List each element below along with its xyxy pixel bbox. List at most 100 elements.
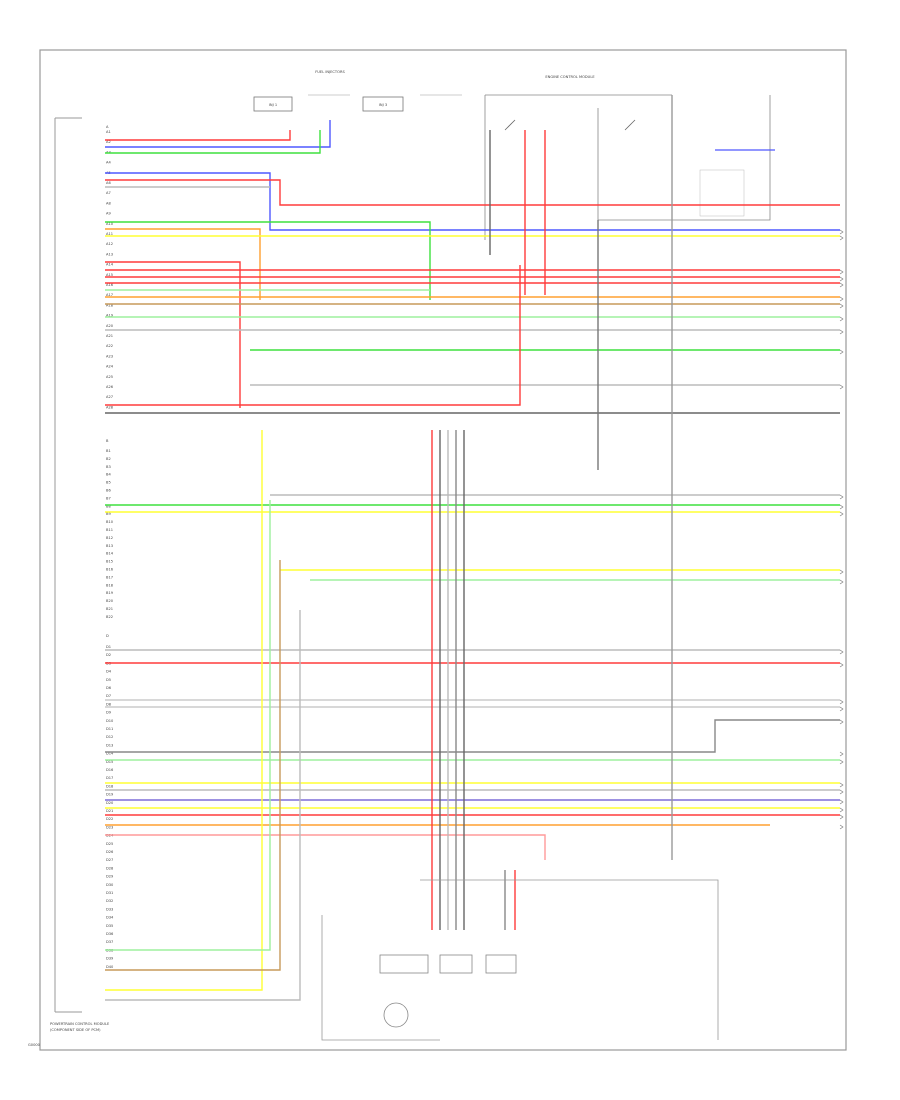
pin-label: A20	[106, 324, 114, 328]
pin-label: D11	[106, 727, 113, 731]
wire-a27	[105, 265, 521, 406]
pin-label: D20	[106, 801, 114, 805]
wire-a2	[105, 120, 331, 148]
connector-arrow	[839, 799, 844, 805]
pin-label: D8	[106, 702, 112, 706]
pin-label: A18	[106, 303, 114, 307]
ignition-coil-box	[379, 954, 429, 974]
pin-label: D40	[106, 965, 114, 969]
connector-arrow	[839, 579, 844, 585]
pin-label: D7	[106, 694, 111, 698]
connector-arrow	[839, 296, 844, 302]
pin-label: A22	[106, 344, 113, 348]
pin-label: D10	[106, 719, 114, 723]
wire-d18	[105, 834, 546, 860]
injector-1: INJ 1	[253, 96, 293, 112]
connector-arrow	[839, 329, 844, 335]
pin-label: B20	[106, 599, 114, 603]
pin-label: A7	[106, 191, 111, 195]
bundle-brown	[105, 560, 281, 971]
pin-label: B2	[106, 457, 111, 461]
connector-arrow	[839, 662, 844, 668]
pin-label: D5	[106, 678, 111, 682]
pin-label: D22	[106, 817, 113, 821]
pin-label: B3	[106, 465, 111, 469]
main-relay-box	[484, 94, 775, 240]
pin-label: B6	[106, 489, 111, 493]
pin-label: A19	[106, 314, 114, 318]
wire-a13	[105, 261, 241, 408]
pin-label: A25	[106, 375, 113, 379]
pin-label: A23	[106, 354, 113, 358]
pin-label: D23	[106, 825, 113, 829]
pin-label: A4	[106, 161, 111, 165]
pin-label: B14	[106, 552, 114, 556]
pin-label: B5	[106, 481, 111, 485]
pin-label: B4	[106, 473, 111, 477]
pin-label: D2	[106, 653, 111, 657]
pin-label: A6	[106, 181, 111, 185]
pin-label: B1	[106, 449, 111, 453]
pin-label: A1	[106, 130, 111, 134]
connector-arrow	[839, 316, 844, 322]
pin-label: B16	[106, 568, 114, 572]
wire-a1	[105, 130, 291, 141]
bundle-gray	[105, 610, 301, 1001]
pin-label: B21	[106, 607, 113, 611]
wire-d9	[105, 719, 840, 753]
pin-label: D29	[106, 875, 114, 879]
pin-label: A27	[106, 395, 113, 399]
pin-label: D21	[106, 809, 113, 813]
pin-label: D16	[106, 768, 114, 772]
connector-arrow	[839, 719, 844, 725]
pin-label: A10	[106, 222, 114, 226]
pin-label: A11	[106, 232, 113, 236]
connector-arrow	[839, 789, 844, 795]
pin-label: D1	[106, 645, 111, 649]
connector-arrow	[839, 235, 844, 241]
pin-label: D30	[106, 883, 114, 887]
pin-label: D35	[106, 924, 113, 928]
pin-label: B13	[106, 544, 113, 548]
bundle-green-left	[105, 500, 271, 951]
pin-label: A15	[106, 273, 113, 277]
pin-label: A21	[106, 334, 113, 338]
pin-label: D39	[106, 957, 114, 961]
wire-a3	[105, 130, 321, 154]
connector-arrow	[839, 814, 844, 820]
pin-label: D18	[106, 784, 114, 788]
pin-label: A12	[106, 242, 113, 246]
caption-line-2: (COMPONENT SIDE OF PCM)	[50, 1028, 101, 1032]
wire-a6	[105, 179, 840, 206]
connector-arrow	[839, 303, 844, 309]
svg-text:INJ 1: INJ 1	[269, 103, 277, 107]
pin-label: B19	[106, 591, 114, 595]
pin-label: B11	[106, 528, 113, 532]
pin-group-d-header: D	[106, 634, 109, 638]
pin-label: A2	[106, 140, 111, 144]
pin-label: B12	[106, 536, 113, 540]
connector-arrow	[839, 269, 844, 275]
pin-label: D15	[106, 760, 113, 764]
pin-label: D37	[106, 940, 113, 944]
pin-label: B17	[106, 575, 113, 579]
pin-label: B22	[106, 615, 113, 619]
pin-label: D4	[106, 670, 112, 674]
connector-arrow	[839, 276, 844, 282]
fuel-injectors-header: FUEL INJECTORS	[315, 70, 345, 74]
connector-arrow	[839, 569, 844, 575]
connector-arrow	[839, 824, 844, 830]
pin-label: A24	[106, 365, 114, 369]
pin-label: A16	[106, 283, 114, 287]
pin-label: A8	[106, 201, 111, 205]
pin-label: D32	[106, 899, 113, 903]
pin-group-b-header: B	[106, 439, 109, 443]
connector-arrow	[839, 706, 844, 712]
pin-label: D19	[106, 793, 114, 797]
pin-label: D31	[106, 891, 113, 895]
connector-arrow	[839, 807, 844, 813]
wire-a5	[105, 172, 840, 231]
pin-label: B8	[106, 504, 111, 508]
pin-label: B18	[106, 583, 114, 587]
